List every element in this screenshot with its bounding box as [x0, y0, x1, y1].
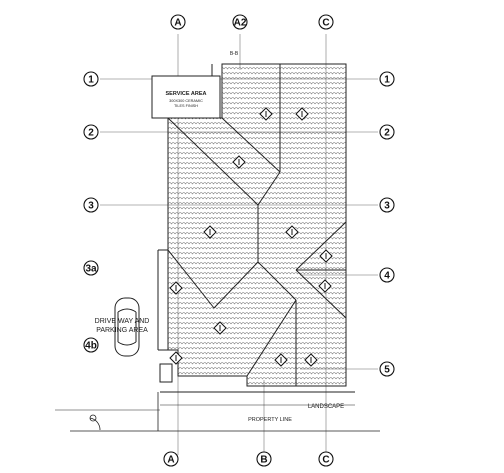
svg-text:3: 3: [384, 201, 390, 212]
grid-bubble-left-3: 3: [83, 197, 99, 213]
slope-arrow: [169, 281, 183, 295]
property-line-label: PROPERTY LINE: [248, 417, 292, 423]
svg-text:1: 1: [384, 75, 390, 86]
grid-bubble-right-1: 1: [379, 71, 395, 87]
service-area: SERVICE AREA 300X300 CERAMIC TILES FINIS…: [166, 91, 207, 108]
grid-bubble-top-a2: A2: [232, 14, 248, 30]
service-area-note-1: 300X300 CERAMIC: [169, 99, 203, 103]
svg-text:5: 5: [384, 365, 390, 376]
grid-bubble-right-3: 3: [379, 197, 395, 213]
svg-text:1: 1: [88, 75, 94, 86]
landscape-label: LANDSCAPE: [308, 404, 344, 410]
grid-bubble-bottom-a: A: [163, 451, 179, 467]
svg-text:A2: A2: [234, 18, 247, 29]
svg-text:2: 2: [384, 128, 390, 139]
slope-arrow: [259, 107, 273, 121]
roof-ridges: [167, 64, 347, 386]
slope-arrow: [285, 225, 299, 239]
gate-post-icon: [89, 414, 97, 422]
slope-arrow: [213, 321, 227, 335]
grid-bubble-left-3a: 3a: [83, 260, 99, 276]
svg-text:4b: 4b: [85, 341, 97, 352]
grid-bubble-left-2: 2: [83, 124, 99, 140]
site-boundary: PROPERTY LINE LANDSCAPE: [55, 391, 380, 432]
building-outline: [151, 63, 347, 387]
grid-bubble-left-1: 1: [83, 71, 99, 87]
svg-text:3: 3: [88, 201, 94, 212]
svg-text:C: C: [322, 455, 329, 466]
grid-bubble-bottom-b: B: [256, 451, 272, 467]
driveway: DRIVE WAY AND PARKING AREA: [95, 297, 150, 357]
slope-arrow: [169, 351, 183, 365]
svg-text:A: A: [167, 455, 174, 466]
slope-arrow: [232, 155, 246, 169]
car-icon: [114, 297, 140, 357]
grid-bubble-left-4b: 4b: [83, 337, 99, 353]
service-area-note-2: TILES FINISH: [174, 104, 198, 108]
slope-arrow: [304, 353, 318, 367]
slope-arrow: [274, 353, 288, 367]
svg-text:C: C: [322, 18, 329, 29]
slope-arrow: [295, 107, 309, 121]
svg-text:4: 4: [384, 271, 390, 282]
section-mark-label: B-B: [230, 51, 239, 57]
svg-text:A: A: [174, 18, 181, 29]
grid-bubble-right-5: 5: [379, 361, 395, 377]
slope-arrow: [318, 279, 332, 293]
grid-bubble-right-2: 2: [379, 124, 395, 140]
svg-text:3a: 3a: [85, 264, 97, 275]
grid-bubble-right-4: 4: [379, 267, 395, 283]
grid-bubble-top-c: C: [318, 14, 334, 30]
driveway-label-line1: DRIVE WAY AND: [95, 318, 150, 325]
svg-text:2: 2: [88, 128, 94, 139]
svg-text:B: B: [260, 455, 267, 466]
service-area-label: SERVICE AREA: [166, 91, 207, 97]
grid-bubble-bottom-c: C: [318, 451, 334, 467]
slope-arrows: [169, 107, 333, 367]
grid-bubble-top-a: A: [170, 14, 186, 30]
slope-arrow: [319, 249, 333, 263]
slope-arrow: [203, 225, 217, 239]
driveway-label-line2: PARKING AREA: [96, 327, 148, 334]
